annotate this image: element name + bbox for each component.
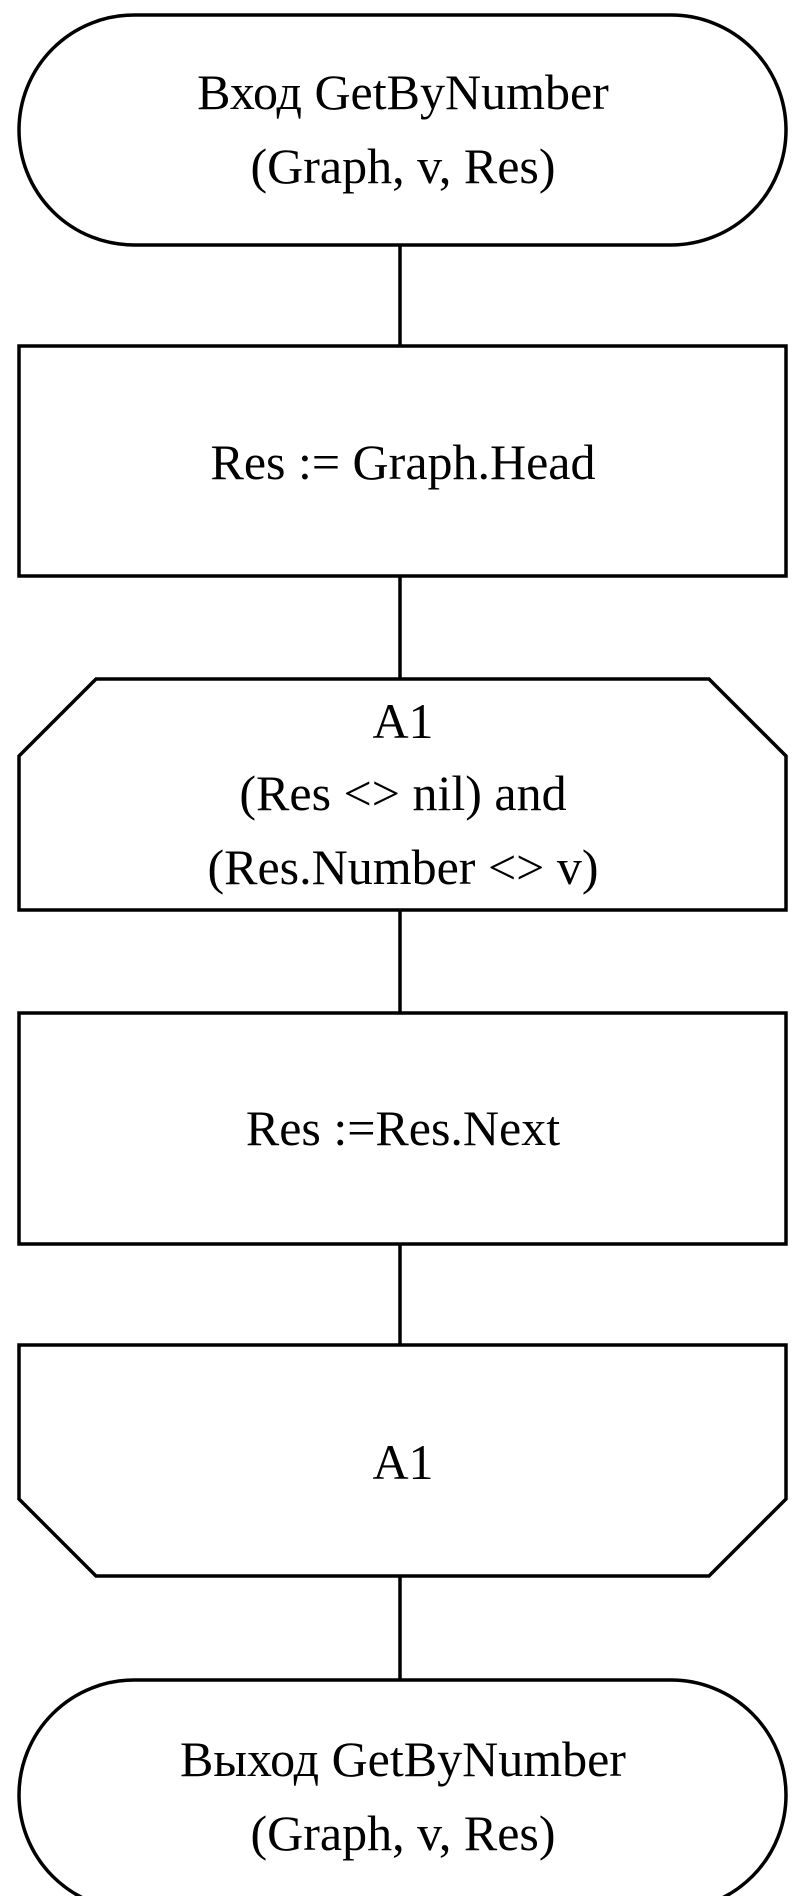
- end-terminator-line-1: Выход GetByNumber: [180, 1731, 626, 1787]
- loop-begin-line-2: (Res <> nil) and: [239, 765, 566, 821]
- start-terminator-line-1: Вход GetByNumber: [197, 64, 609, 120]
- assign-next-process-text: Res :=Res.Next: [246, 1100, 560, 1156]
- assign-head-process: Res := Graph.Head: [17, 344, 788, 578]
- assign-next-process: Res :=Res.Next: [17, 1011, 788, 1246]
- start-terminator-line-2: (Graph, v, Res): [250, 138, 555, 194]
- start-terminator: Вход GetByNumber (Graph, v, Res): [17, 13, 788, 247]
- loop-begin-block: A1 (Res <> nil) and (Res.Number <> v): [17, 677, 788, 912]
- assign-head-process-text: Res := Graph.Head: [210, 434, 595, 490]
- loop-end-block: A1: [17, 1343, 788, 1578]
- loop-begin-line-3: (Res.Number <> v): [207, 839, 598, 895]
- end-terminator: Выход GetByNumber (Graph, v, Res): [17, 1678, 788, 1896]
- end-terminator-line-2: (Graph, v, Res): [250, 1805, 555, 1861]
- loop-begin-line-1: A1: [372, 693, 433, 749]
- loop-end-text: A1: [372, 1434, 433, 1490]
